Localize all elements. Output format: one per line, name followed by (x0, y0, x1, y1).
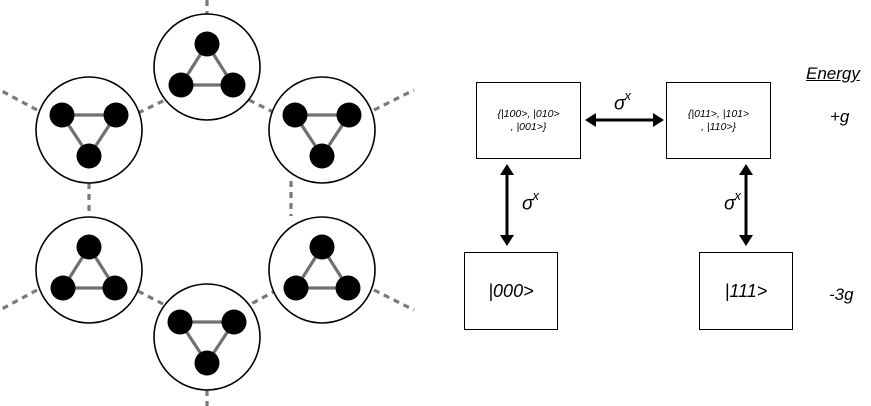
outer-link (373, 88, 415, 112)
operator-label-top: σx (614, 88, 631, 115)
outer-link (0, 288, 38, 312)
inter-site-link (250, 288, 278, 306)
state-box-double-flip: {|011>, |101> , |110>} (666, 82, 771, 159)
spin-node (309, 143, 335, 169)
spin-node (335, 275, 361, 301)
operator-label-left: σx (522, 188, 539, 215)
state-box-all-up: |111> (699, 252, 793, 330)
arrow-horizontal-top (585, 113, 664, 127)
trimer-site (35, 216, 143, 324)
energy-axis-title: Energy (806, 64, 860, 83)
energy-value-upper: +g (830, 107, 850, 126)
spin-node (283, 275, 309, 301)
spin-node (76, 143, 102, 169)
spin-node (76, 234, 102, 260)
state-box-single-flip: {|100>, |010> , |001>} (476, 82, 581, 159)
spin-node (282, 102, 308, 128)
trimer-bonds (178, 41, 236, 87)
arrow-vertical-right (739, 164, 753, 246)
spin-node (194, 31, 220, 57)
spin-node (220, 72, 246, 98)
state-label-double-flip: {|011>, |101> , |110>} (687, 107, 750, 133)
spin-node (103, 102, 129, 128)
trimer-site (268, 76, 376, 184)
spin-node (309, 234, 335, 260)
trimer-site (153, 13, 261, 121)
energy-value-lower: -3g (829, 285, 854, 304)
outer-link (0, 88, 38, 112)
outer-link (373, 288, 415, 312)
spin-node (168, 72, 194, 98)
spin-node (102, 275, 128, 301)
inter-site-link (135, 288, 164, 306)
state-label-all-up: |111> (724, 280, 768, 301)
trimer-bonds (293, 244, 351, 290)
spin-node (194, 350, 220, 376)
spin-node (49, 102, 75, 128)
trimer-bonds (177, 320, 237, 366)
state-label-single-flip: {|100>, |010> , |001>} (497, 107, 560, 133)
spin-node (50, 275, 76, 301)
inter-site-link (248, 98, 276, 115)
hexagonal-trimer-lattice (0, 0, 415, 406)
spin-node (336, 102, 362, 128)
trimer-bonds (292, 113, 352, 159)
trimer-site (153, 283, 261, 391)
operator-label-right: σx (724, 188, 741, 215)
trimer-site (35, 76, 143, 184)
trimer-bonds (60, 244, 118, 290)
spin-node (167, 309, 193, 335)
state-box-ground: |000> (464, 252, 558, 330)
inter-site-link (137, 98, 166, 115)
trimer-site (268, 216, 376, 324)
spin-node (221, 309, 247, 335)
trimer-bonds (59, 113, 119, 159)
state-label-ground: |000> (488, 280, 534, 301)
arrow-vertical-left (500, 164, 514, 246)
